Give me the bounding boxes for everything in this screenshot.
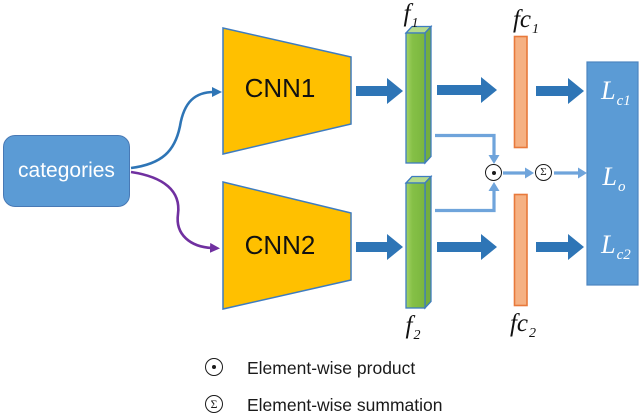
fc1-layer-bar: [513, 35, 528, 149]
arrow-cnn1-to-f1: [356, 78, 403, 104]
arrow-f1-to-fc1: [437, 77, 497, 103]
arrow-fc2-to-lc2: [536, 234, 584, 260]
arrow-categories-to-cnn1: [130, 87, 222, 170]
loss-box: [586, 61, 639, 286]
categories-node: categories: [3, 135, 130, 207]
arrow-cnn2-to-f2: [356, 234, 403, 260]
f2-feature-bar: [404, 174, 433, 310]
categories-label: categories: [18, 159, 115, 182]
cnn2-trapezoid: [222, 181, 352, 310]
fusion-connectors: [435, 133, 587, 213]
f1-feature-bar: [404, 24, 433, 165]
dot-icon: [212, 365, 216, 369]
legend-summation-label: Element-wise summation: [247, 395, 443, 414]
cnn1-trapezoid: [222, 27, 352, 155]
arrow-categories-to-cnn2: [130, 170, 220, 253]
loss-c2-label: Lc2: [601, 230, 631, 264]
dot-icon: [491, 170, 496, 175]
arrow-f2-to-fc2: [437, 234, 497, 260]
f1-label: f1: [403, 0, 419, 31]
f2-label: f2: [405, 312, 421, 343]
sigma-glyph: Σ: [540, 166, 547, 178]
product-operator-icon: [485, 164, 502, 181]
fc2-layer-bar: [513, 193, 528, 307]
fc2-label: fc2: [509, 310, 537, 341]
fc1-label: fc1: [512, 6, 540, 37]
legend-summation-icon: Σ: [205, 395, 223, 413]
sigma-glyph: Σ: [210, 397, 218, 411]
sum-operator-icon: Σ: [535, 164, 552, 181]
loss-o-label: Lo: [602, 162, 626, 196]
block-arrows: [356, 77, 584, 260]
loss-c1-label: Lc1: [601, 76, 631, 110]
legend-product-label: Element-wise product: [247, 358, 416, 378]
cnn1-label: CNN1: [244, 73, 316, 103]
arrow-fc1-to-lc1: [536, 78, 584, 104]
arrow-f1-to-product: [435, 133, 500, 164]
cnn2-label: CNN2: [244, 230, 316, 260]
arrow-f2-to-product: [435, 182, 500, 213]
legend-product-icon: [205, 358, 223, 376]
